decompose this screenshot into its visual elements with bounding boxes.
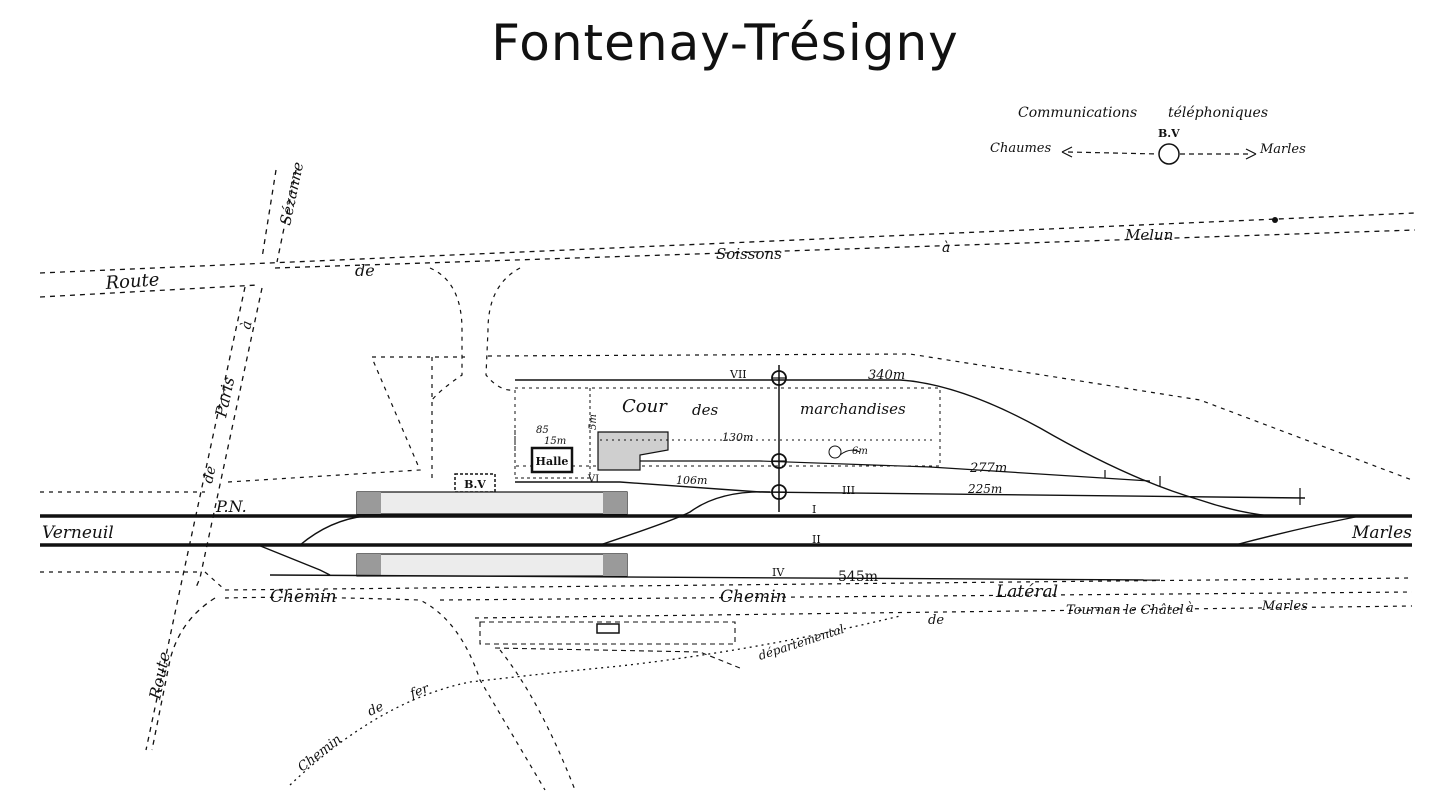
level-crossing-label: P.N. xyxy=(215,497,247,516)
north-road-label-2: de xyxy=(355,261,375,280)
length-15: 15m xyxy=(544,436,566,447)
west-road-label-2: de xyxy=(200,465,219,485)
access-roads xyxy=(429,267,521,401)
legend-left-destination: Chaumes xyxy=(990,141,1051,156)
secondary-road-label-4: Marles xyxy=(1261,599,1308,614)
legend-link-left xyxy=(1067,151,1159,155)
west-road: Sézanne à Paris de Route P.N. xyxy=(145,160,307,751)
main-lines: Verneuil Marles I II xyxy=(40,503,1412,547)
branch-line-label-4: départemental xyxy=(757,622,846,663)
goods-hall: Halle xyxy=(530,446,574,474)
legend-arrow-right-icon xyxy=(1245,148,1257,160)
yard-fences xyxy=(40,353,1413,591)
platforms xyxy=(356,491,628,577)
secondary-road-label-3: à xyxy=(1186,601,1194,616)
length-106: 106m xyxy=(676,474,707,487)
passenger-building-label: B.V xyxy=(464,478,486,491)
secondary-road-label-1: de xyxy=(928,613,944,628)
south-roads: Chemin Chemin Latéral de Tournan le Chât… xyxy=(224,582,1413,791)
north-road-label-1: Route xyxy=(104,269,160,294)
west-end-label: Verneuil xyxy=(42,523,114,543)
north-platform xyxy=(356,491,628,515)
length-545: 545m xyxy=(838,569,878,585)
goods-yard-label-3: marchandises xyxy=(800,400,906,418)
track-label-I: I xyxy=(812,503,816,516)
branch-line-label-1: Chemin xyxy=(295,732,344,775)
track-label-II: II xyxy=(812,533,821,546)
lateral-path-label-3: Latéral xyxy=(995,582,1058,602)
west-road-label-1: Route xyxy=(145,650,174,702)
goods-hall-label: Halle xyxy=(536,455,569,468)
north-road-label-3: Soissons xyxy=(716,245,782,263)
goods-yard: Cour des marchandises xyxy=(514,387,941,471)
goods-shed xyxy=(597,431,669,471)
goods-yard-label-2: des xyxy=(692,401,718,419)
track-label-III: III xyxy=(842,484,855,497)
diagram-title: Fontenay-Trésigny xyxy=(491,14,959,72)
north-road: Route de Soissons à Melun xyxy=(39,212,1416,298)
legend-heading-left: Communications xyxy=(1018,105,1137,121)
track-label-VI: VI xyxy=(587,474,599,485)
legend-heading-right: téléphoniques xyxy=(1168,105,1268,121)
turntables xyxy=(771,365,787,512)
branch-line-label-3: fer xyxy=(407,681,431,702)
length-277: 277m xyxy=(969,461,1007,476)
length-5: 5m xyxy=(588,414,599,430)
secondary-road-label-2: Tournan le Châtel xyxy=(1066,603,1184,618)
legend-arrow-left-icon xyxy=(1061,146,1073,158)
goods-yard-label-1: Cour xyxy=(622,396,668,417)
telephone-legend: Communications téléphoniques B.V Chaumes… xyxy=(990,105,1306,165)
length-85: 85 xyxy=(536,425,549,436)
north-road-label-4: à xyxy=(942,240,950,256)
legend-station-circle-icon xyxy=(1158,143,1180,165)
south-platform xyxy=(356,553,628,577)
track-label-IV: IV xyxy=(772,566,785,579)
west-road-label-5: Sézanne xyxy=(276,160,307,227)
length-130: 130m xyxy=(722,431,753,444)
legend-station-code: B.V xyxy=(1158,127,1180,140)
west-road-label-3: Paris xyxy=(211,375,238,420)
passenger-building: B.V xyxy=(454,473,496,493)
west-road-label-4: à xyxy=(238,319,255,331)
north-road-label-5: Melun xyxy=(1124,226,1173,244)
length-225: 225m xyxy=(967,482,1002,496)
sidings: VII 340m 277m 130m III 225m 106m IV 545m… xyxy=(257,368,1361,585)
branch-line: Chemin de fer départemental xyxy=(289,615,901,786)
lateral-path-label-1: Chemin xyxy=(270,587,337,607)
east-end-label: Marles xyxy=(1351,523,1412,543)
legend-right-destination: Marles xyxy=(1259,142,1306,157)
lateral-path-label-2: Chemin xyxy=(720,587,787,607)
branch-line-label-2: de xyxy=(365,699,386,719)
length-340: 340m xyxy=(868,368,905,383)
track-label-VII: VII xyxy=(729,368,747,381)
